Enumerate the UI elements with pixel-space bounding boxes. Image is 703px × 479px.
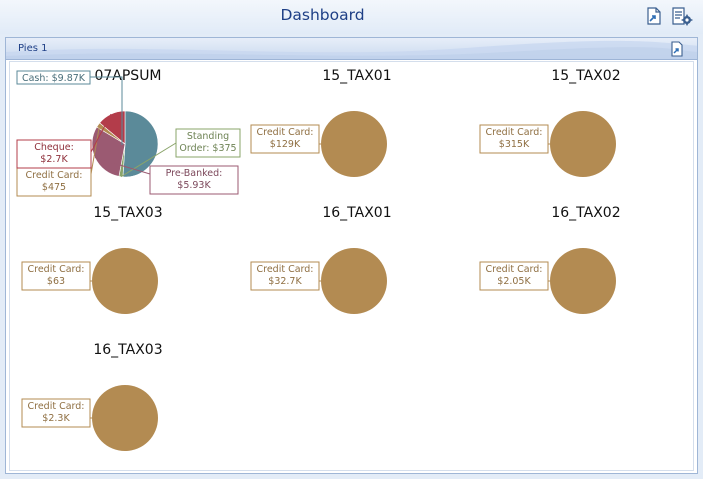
pie-title-15-tax03: 15_TAX03 bbox=[93, 205, 163, 221]
pie-grid: 07APSUM 15_TAX01 15_TAX02 15_TAX03 16_TA… bbox=[9, 61, 694, 471]
pie-label-cash: Cash: $9.87K bbox=[16, 70, 123, 146]
pie-label-cheque-text: $2.7K bbox=[40, 154, 68, 165]
pie-label-pre-banked-box bbox=[149, 165, 239, 195]
pie-slice-15-tax01-credit-card[interactable] bbox=[321, 111, 387, 177]
pie-label-cash-text: Cash: $9.87K bbox=[22, 73, 86, 84]
pie-label-pre-banked-text: Pre-Banked: bbox=[166, 168, 223, 179]
panel-title: Pies 1 bbox=[18, 43, 48, 54]
pie-title-07apsum: 07APSUM bbox=[94, 68, 162, 84]
title-bar: Dashboard bbox=[0, 0, 703, 34]
pie-label-16-tax03-text: $2.3K bbox=[42, 413, 70, 424]
pie-label-15-tax01: Credit Card:$129K bbox=[250, 124, 321, 154]
pie-label-16-tax03-box bbox=[21, 398, 91, 428]
pie-slice-15-tax03-credit-card[interactable] bbox=[92, 248, 158, 314]
pie-label-pre-banked: Pre-Banked:$5.93K bbox=[94, 157, 239, 195]
pie-slice-15-tax02-credit-card[interactable] bbox=[550, 111, 616, 177]
pie-title-15-tax01: 15_TAX01 bbox=[322, 68, 392, 84]
pie-label-15-tax03-box bbox=[21, 261, 91, 291]
pie-slice-16-tax03-credit-card[interactable] bbox=[92, 385, 158, 451]
pie-label-15-tax02-text: $315K bbox=[499, 139, 530, 150]
pie-title-16-tax02: 16_TAX02 bbox=[551, 205, 621, 221]
pie-label-16-tax02: Credit Card:$2.05K bbox=[479, 261, 550, 291]
document-settings-icon[interactable] bbox=[670, 6, 694, 26]
pie-label-15-tax01-box bbox=[250, 124, 320, 154]
pie-label-pre-banked-leader bbox=[94, 157, 151, 175]
pie-label-16-tax01-text: Credit Card: bbox=[256, 264, 313, 275]
pie-title-15-tax02: 15_TAX02 bbox=[551, 68, 621, 84]
pie-label-credit-card-leader bbox=[90, 125, 100, 175]
export-document-icon[interactable] bbox=[644, 6, 664, 26]
pie-label-16-tax03: Credit Card:$2.3K bbox=[21, 398, 92, 428]
pie-label-credit-card-text: $475 bbox=[42, 182, 66, 193]
pie-label-cheque-leader bbox=[90, 113, 112, 153]
pie-label-cash-leader bbox=[90, 76, 123, 146]
page-title: Dashboard bbox=[280, 6, 365, 24]
pie-label-15-tax03-text: Credit Card: bbox=[27, 264, 84, 275]
panel-header: Pies 1 bbox=[6, 38, 697, 60]
pie-label-16-tax01: Credit Card:$32.7K bbox=[250, 261, 321, 291]
pie-slice-07apsum-cash[interactable] bbox=[122, 110, 159, 178]
export-icon[interactable] bbox=[669, 41, 685, 57]
pie-slice-16-tax02-credit-card[interactable] bbox=[550, 248, 616, 314]
header-wave-decoration bbox=[6, 40, 697, 59]
pie-label-15-tax02-box bbox=[479, 124, 549, 154]
pie-label-cheque-text: Cheque: bbox=[34, 142, 74, 153]
pie-label-15-tax03-text: $63 bbox=[47, 276, 65, 287]
pie-label-pre-banked-text: $5.93K bbox=[177, 180, 211, 191]
pie-label-15-tax03: Credit Card:$63 bbox=[21, 261, 92, 291]
pie-label-cheque: Cheque:$2.7K bbox=[16, 113, 112, 169]
pie-label-16-tax02-text: Credit Card: bbox=[485, 264, 542, 275]
pies-panel: Pies 1 07APSUM 15_TAX01 15_TAX02 15_TAX0… bbox=[5, 37, 698, 474]
pie-label-15-tax01-text: $129K bbox=[270, 139, 301, 150]
pie-label-cash-box bbox=[16, 70, 91, 85]
pie-slice-16-tax01-credit-card[interactable] bbox=[321, 248, 387, 314]
pie-label-15-tax01-text: Credit Card: bbox=[256, 127, 313, 138]
pie-label-16-tax02-text: $2.05K bbox=[497, 276, 531, 287]
pie-label-16-tax01-text: $32.7K bbox=[268, 276, 302, 287]
pie-label-15-tax02: Credit Card:$315K bbox=[479, 124, 550, 154]
pie-label-16-tax03-text: Credit Card: bbox=[27, 401, 84, 412]
pie-title-16-tax03: 16_TAX03 bbox=[93, 342, 163, 358]
pie-title-16-tax01: 16_TAX01 bbox=[322, 205, 392, 221]
pie-label-credit-card: Credit Card:$475 bbox=[16, 125, 100, 197]
pie-label-16-tax02-box bbox=[479, 261, 549, 291]
pie-label-standing-order-text: Order: $375 bbox=[179, 143, 236, 154]
pie-label-credit-card-text: Credit Card: bbox=[25, 170, 82, 181]
pie-label-15-tax02-text: Credit Card: bbox=[485, 127, 542, 138]
pie-label-standing-order-leader bbox=[120, 142, 177, 178]
pie-label-16-tax01-box bbox=[250, 261, 320, 291]
pie-label-standing-order-text: Standing bbox=[187, 131, 229, 142]
pie-label-standing-order-box bbox=[175, 128, 241, 158]
pie-label-cheque-box bbox=[16, 139, 92, 169]
pie-label-credit-card-box bbox=[16, 167, 92, 197]
